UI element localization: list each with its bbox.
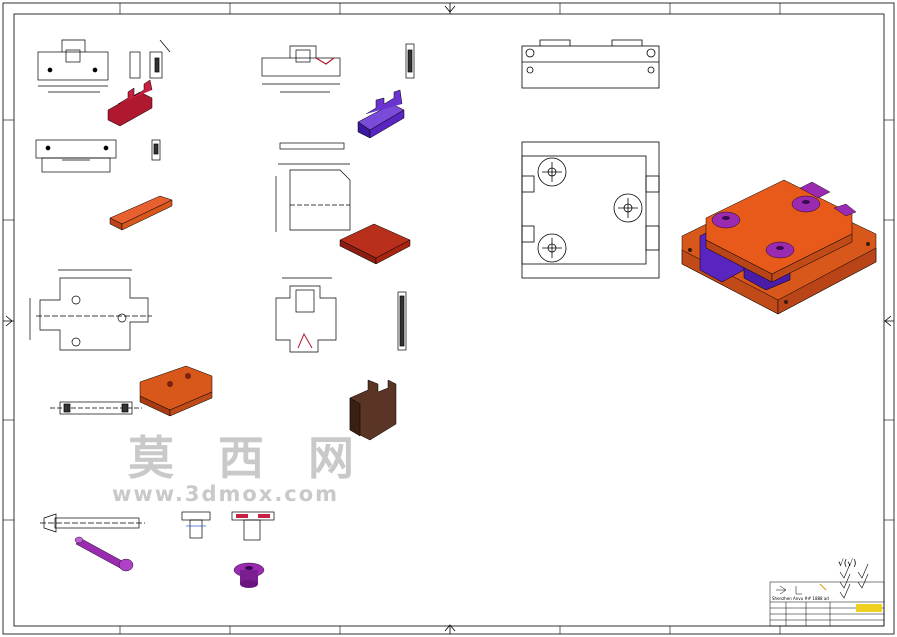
part-1-views	[37, 39, 171, 93]
part-6-views	[275, 142, 351, 232]
part-4-views	[50, 401, 142, 415]
part-3-iso	[139, 365, 213, 417]
center-markers	[3, 3, 894, 634]
title-block	[769, 581, 885, 627]
assembly-front-view	[521, 141, 660, 279]
part-1-iso	[107, 79, 153, 127]
assembly-top-view	[521, 39, 660, 89]
part-2-iso	[109, 195, 173, 231]
pin-iso	[74, 536, 134, 572]
roughness-symbols	[839, 563, 869, 599]
assembly-iso	[681, 179, 877, 315]
part-7-views	[275, 277, 407, 353]
part-6-iso	[339, 223, 411, 265]
pin-views	[40, 513, 145, 533]
part-5-iso	[357, 89, 405, 139]
part-5-views	[261, 43, 415, 93]
title-block-company: Shenzhen Anvu ## 1888 ad	[772, 596, 829, 601]
part-3-views	[29, 269, 152, 351]
bushing-views	[181, 511, 275, 541]
bushing-iso	[233, 562, 265, 588]
title-block-symbols: √(√)	[838, 558, 857, 569]
part-7-iso	[349, 379, 397, 441]
zone-ticks	[3, 3, 894, 634]
part-2-views	[35, 139, 161, 173]
